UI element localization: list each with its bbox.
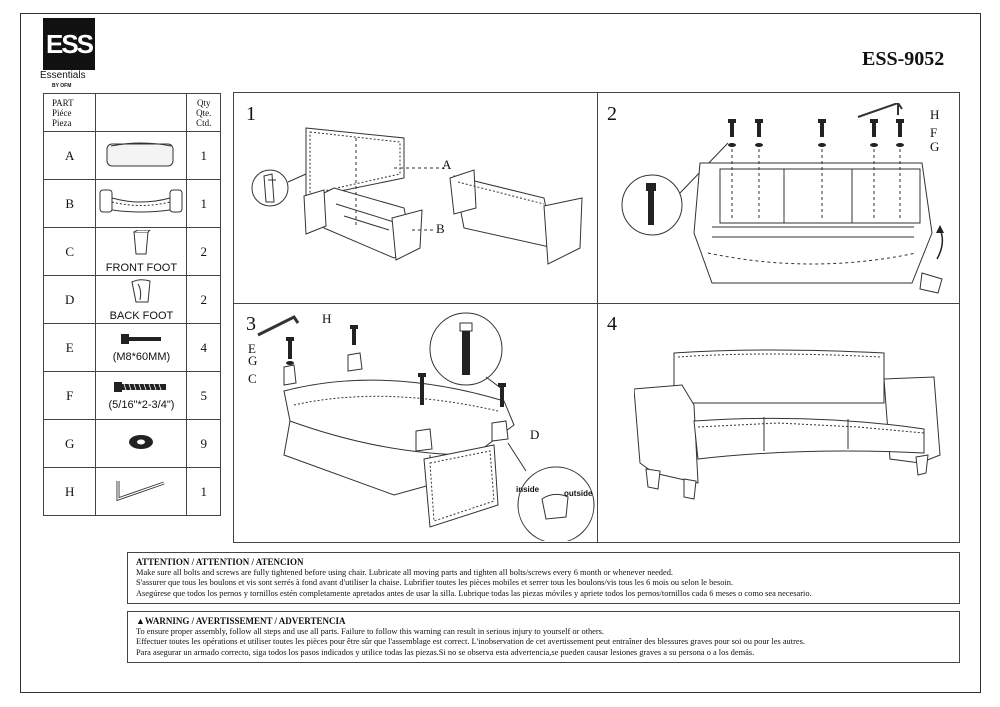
step-3-callout-e: E — [248, 341, 256, 356]
part-row-b: B 1 — [42, 179, 221, 228]
step-3-callout-d: D — [530, 427, 540, 442]
step-1-callout-a: A — [442, 157, 452, 172]
part-row-d: D BACK FOOT 2 — [42, 275, 221, 324]
inset-label-outside: outside — [564, 489, 593, 498]
part-qty: 1 — [186, 131, 221, 180]
part-qty: 5 — [186, 371, 221, 420]
attention-line-en: Make sure all bolts and screws are fully… — [136, 567, 673, 577]
warning-line-es: Para asegurar un armado correcto, siga t… — [136, 647, 755, 657]
assembly-steps: 1 A B 2 — [233, 92, 960, 543]
part-label: (5/16"*2-3/4") — [108, 398, 175, 411]
step-1-callout-b: B — [436, 221, 445, 236]
attention-notice: ATTENTION / ATTENTION / ATENCION Make su… — [127, 552, 960, 604]
image-header — [95, 93, 188, 132]
part-image-back-foot: BACK FOOT — [95, 275, 188, 324]
part-image-allen-key — [95, 467, 188, 516]
brand-sub: BY OFM — [52, 83, 72, 89]
part-id: F — [42, 371, 97, 420]
warning-line-fr: Effectuer toutes les opérations et utili… — [136, 637, 805, 646]
attention-title: ATTENTION / ATTENTION / ATENCION — [136, 557, 304, 567]
part-image-sofa-base — [95, 179, 188, 228]
warning-title: ▲WARNING / AVERTISSEMENT / ADVERTENCIA — [136, 616, 346, 626]
part-row-c: C FRONT FOOT 2 — [42, 227, 221, 276]
step-1-number: 1 — [246, 103, 256, 125]
step-3-callout-g: G — [248, 353, 258, 368]
part-qty: 9 — [186, 419, 221, 468]
model-number: ESS-9052 — [862, 48, 945, 70]
part-label: (M8*60MM) — [112, 350, 171, 363]
part-id: A — [42, 131, 97, 180]
part-image-front-foot: FRONT FOOT — [95, 227, 188, 276]
part-row-h: H 1 — [42, 467, 221, 516]
part-id: E — [42, 323, 97, 372]
step-4-illustration — [634, 349, 941, 500]
part-qty: 2 — [186, 227, 221, 276]
inset-label-inside: inside — [516, 485, 540, 494]
part-image-bolt: (M8*60MM) — [95, 323, 188, 372]
part-row-g: G 9 — [42, 419, 221, 468]
part-id: G — [42, 419, 97, 468]
divider-vertical — [597, 93, 598, 542]
part-row-e: E (M8*60MM) 4 — [42, 323, 221, 372]
step-2-callout-f: F — [930, 125, 938, 140]
attention-line-es: Asegúrese que todos los pernos y tornill… — [136, 588, 812, 598]
part-qty: 1 — [186, 467, 221, 516]
brand-name: Essentials — [40, 70, 86, 81]
part-row-f: F (5/16"*2-3/4") 5 — [42, 371, 221, 420]
part-id: C — [42, 227, 97, 276]
step-3-callout-h: H — [322, 311, 332, 326]
step-4-number: 4 — [607, 313, 617, 335]
part-qty: 2 — [186, 275, 221, 324]
part-label: FRONT FOOT — [105, 261, 178, 274]
step-2-callout-g: G — [930, 139, 940, 154]
step-3-callout-c: C — [248, 371, 257, 386]
warning-line-en: To ensure proper assembly, follow all st… — [136, 626, 605, 636]
divider-horizontal — [234, 303, 959, 304]
part-label: BACK FOOT — [109, 309, 174, 322]
step-2-illustration — [621, 103, 944, 294]
part-image-cushion — [95, 131, 188, 180]
page-frame — [20, 13, 981, 693]
step-2-callout-h: H — [930, 107, 940, 122]
step-3-number: 3 — [246, 313, 256, 335]
part-qty: 4 — [186, 323, 221, 372]
step-3-illustration — [257, 312, 595, 541]
part-qty: 1 — [186, 179, 221, 228]
part-id: D — [42, 275, 97, 324]
step-2-number: 2 — [607, 103, 617, 125]
part-id: H — [42, 467, 97, 516]
attention-line-fr: S'assurer que tous les boulons et vis so… — [136, 578, 734, 587]
part-id: B — [42, 179, 97, 228]
warning-notice: ▲WARNING / AVERTISSEMENT / ADVERTENCIA T… — [127, 611, 960, 663]
step-1-illustration — [251, 127, 583, 265]
part-image-screw: (5/16"*2-3/4") — [95, 371, 188, 420]
part-row-a: A 1 — [42, 131, 221, 180]
part-image-washer — [95, 419, 188, 468]
brand-logo: ESS — [43, 18, 95, 70]
